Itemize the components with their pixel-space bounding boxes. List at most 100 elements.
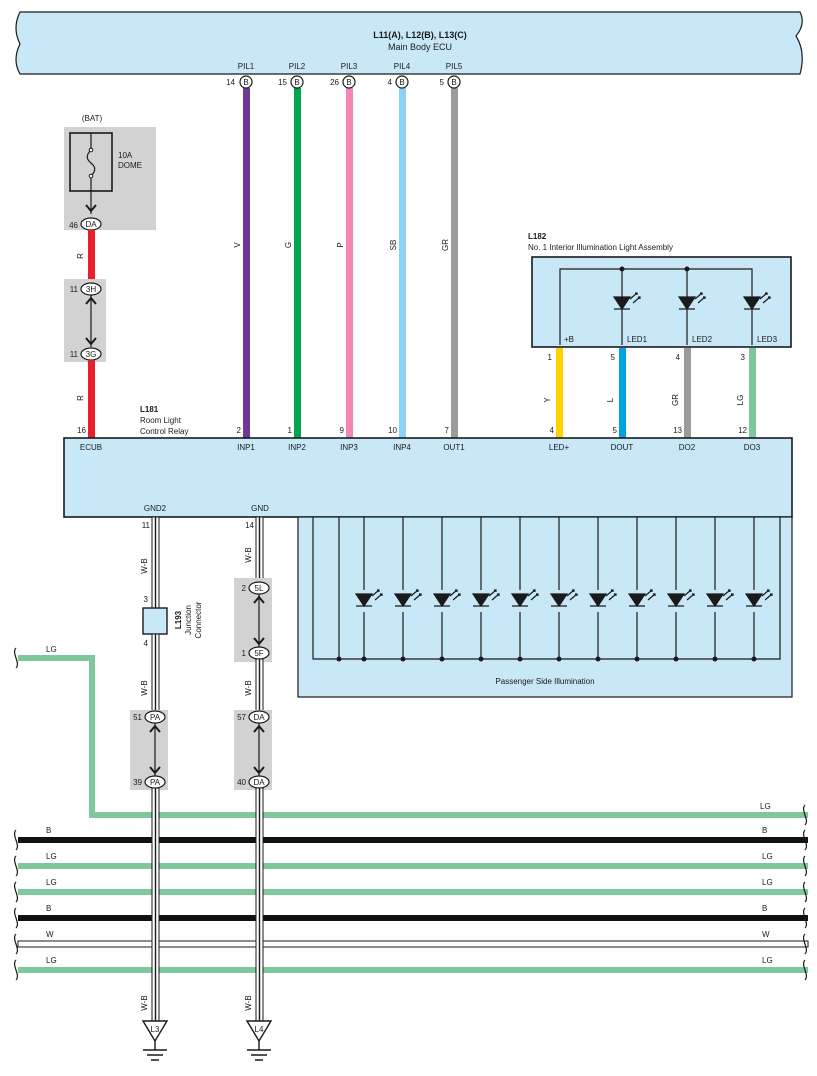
fuse-terminal-icon bbox=[88, 173, 94, 179]
led-icon bbox=[677, 292, 706, 311]
bus-line-white bbox=[17, 940, 809, 948]
assembly-pin-label: LED2 bbox=[692, 335, 713, 344]
junction-connector-icon bbox=[142, 607, 168, 635]
relay-id: L181 bbox=[140, 405, 159, 414]
wire-red bbox=[88, 230, 95, 282]
assembly-pin-label: LED3 bbox=[757, 335, 778, 344]
ecu-pin-label: PIL4 bbox=[394, 62, 411, 71]
junction-dot bbox=[595, 656, 601, 662]
wire-code: V bbox=[233, 242, 242, 248]
ecu-pin-wires: PIL1 14 B V PIL2 15 B G PIL3 26 B P PIL4… bbox=[226, 62, 463, 438]
relay-pin-number: 1 bbox=[288, 426, 293, 435]
led-icon bbox=[666, 589, 695, 612]
fuse-terminal-icon bbox=[88, 147, 94, 153]
junction-pin-number: 57 bbox=[237, 713, 246, 722]
ecu-title: L11(A), L12(B), L13(C) bbox=[373, 30, 467, 40]
ground-triangle-icon bbox=[245, 1020, 273, 1043]
ground-label: L4 bbox=[255, 1025, 264, 1034]
chevron-up-icon bbox=[253, 595, 265, 604]
illumination-label: Passenger Side Illumination bbox=[495, 677, 594, 686]
passenger-side-illumination: Passenger Side Illumination bbox=[297, 516, 793, 698]
junction-pin-number: 51 bbox=[133, 713, 142, 722]
chevron-down-icon bbox=[253, 766, 265, 775]
bus-line-code-right: W bbox=[762, 930, 770, 939]
relay-pin-label: DO2 bbox=[679, 443, 696, 452]
chevron-up-icon bbox=[149, 724, 161, 733]
wire-code: GR bbox=[441, 239, 450, 251]
wire-code: W-B bbox=[140, 680, 149, 695]
bus-line-code-left: B bbox=[46, 904, 51, 913]
ground-wiring: 11 W-B 3 L193 Junction Connector 4 W-B 5… bbox=[130, 516, 272, 790]
led-icon bbox=[393, 589, 422, 612]
interior-light-assembly: L182 No. 1 Interior Illumination Light A… bbox=[528, 232, 792, 348]
relay-pin-label: INP1 bbox=[237, 443, 255, 452]
bus-line-code-right: LG bbox=[762, 878, 773, 887]
connector-marker bbox=[290, 75, 304, 89]
assembly-wires: 1 5 4 3 Y L GR LG bbox=[543, 348, 756, 438]
junction-dot bbox=[556, 656, 562, 662]
ground-symbol-icon bbox=[143, 1041, 167, 1061]
ground-label: L3 bbox=[151, 1025, 160, 1034]
relay-pin-number: 7 bbox=[445, 426, 450, 435]
ground-l3: L3 bbox=[141, 1020, 169, 1061]
connector-code: PA bbox=[150, 778, 161, 787]
bus-line-code-left: LG bbox=[46, 956, 57, 965]
bus-line-code-right: LG bbox=[762, 956, 773, 965]
ecu-pin-number: 4 bbox=[388, 78, 393, 87]
junction-dot bbox=[361, 656, 367, 662]
wire-code: SB bbox=[389, 240, 398, 251]
junction-dot bbox=[336, 656, 342, 662]
break-mark-icon bbox=[802, 855, 808, 877]
break-mark-icon bbox=[13, 829, 19, 851]
break-mark-icon bbox=[13, 933, 19, 955]
wire-sky-blue bbox=[399, 88, 406, 438]
led-icon bbox=[744, 589, 773, 612]
relay-pin-number: 2 bbox=[237, 426, 242, 435]
wire-red bbox=[88, 360, 95, 438]
junction-dot bbox=[478, 656, 484, 662]
chevron-down-icon bbox=[149, 766, 161, 775]
break-mark-icon bbox=[802, 907, 808, 929]
relay-pin-number: 4 bbox=[550, 426, 555, 435]
wire-code: Y bbox=[543, 397, 552, 403]
gnd-pin-number: 14 bbox=[245, 521, 254, 530]
junction-dot bbox=[439, 656, 445, 662]
ecu-pin-label: PIL1 bbox=[238, 62, 255, 71]
junction-dot bbox=[673, 656, 679, 662]
ecu-pin-label: PIL5 bbox=[446, 62, 463, 71]
break-mark-icon bbox=[802, 881, 808, 903]
ecu-box bbox=[15, 11, 803, 75]
lower-ground-wires: W-B W-B bbox=[140, 787, 264, 1022]
relay-name-line1: Room Light bbox=[140, 416, 182, 425]
illumination-led-array bbox=[336, 517, 773, 662]
relay-pin-label: INP2 bbox=[288, 443, 306, 452]
wire-gray bbox=[684, 348, 691, 438]
junction-pin-number: 11 bbox=[70, 350, 79, 359]
junction-connector-pin: 4 bbox=[144, 639, 149, 648]
wire-code: W-B bbox=[244, 995, 253, 1010]
junction-dot bbox=[634, 656, 640, 662]
break-mark-icon bbox=[13, 855, 19, 877]
break-mark-icon bbox=[802, 804, 808, 826]
ecu-name: Main Body ECU bbox=[388, 42, 452, 52]
wire-pink bbox=[346, 88, 353, 438]
relay-gnd-label: GND bbox=[251, 504, 269, 513]
wire-gray bbox=[451, 88, 458, 438]
break-mark-icon bbox=[13, 907, 19, 929]
junction-dot bbox=[684, 266, 690, 272]
relay-pin-number: 12 bbox=[738, 426, 747, 435]
ecu-pin-number: 14 bbox=[226, 78, 235, 87]
relay-pin-label: LED+ bbox=[549, 443, 570, 452]
wire-code: LG bbox=[736, 395, 745, 406]
led-icon bbox=[510, 589, 539, 612]
wire-blue bbox=[619, 348, 626, 438]
connector-code: DA bbox=[85, 220, 97, 229]
connector-code: DA bbox=[253, 713, 265, 722]
junction-dot bbox=[712, 656, 718, 662]
chevron-up-icon bbox=[85, 296, 97, 305]
connector-code: 5L bbox=[255, 584, 264, 593]
bus-line-code-right: B bbox=[762, 826, 767, 835]
connector-marker bbox=[239, 75, 253, 89]
fuse-rating: 10A bbox=[118, 151, 133, 160]
